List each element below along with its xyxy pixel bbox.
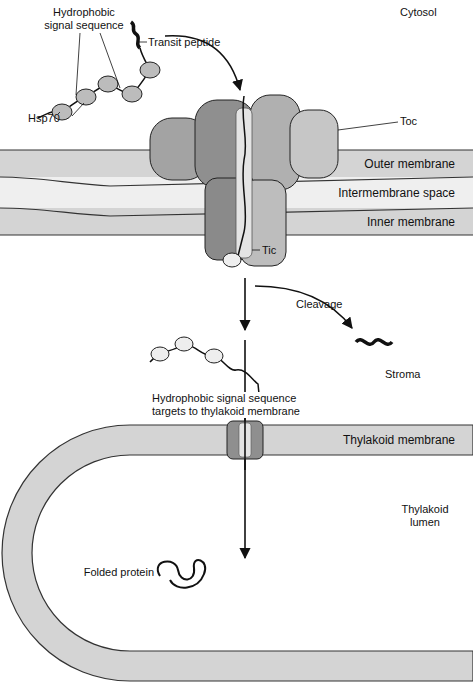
polypeptide [238, 96, 246, 256]
hsp70-bead [151, 347, 169, 361]
targeting-arrow [244, 415, 246, 470]
part-label: Tic [262, 244, 292, 257]
leader-line [76, 33, 80, 95]
hsp70-bead [140, 62, 160, 78]
part-label: Transit peptide [148, 36, 248, 49]
hsp70-bead [223, 253, 241, 267]
hsp70-bead [175, 337, 193, 351]
hsp70-bead [76, 89, 96, 105]
part-label: Hydrophobic signal sequence [38, 6, 130, 32]
folded-protein [158, 560, 206, 588]
band-label: Thylakoid membrane [343, 433, 455, 447]
note-label: Hydrophobic signal sequence targets to t… [152, 392, 317, 418]
part-label: Toc [400, 115, 440, 128]
part-label: Hsp70 [28, 112, 68, 125]
hsp70-bead [98, 76, 118, 92]
membrane-band: Thylakoid membrane [130, 425, 473, 455]
transit-peptide [356, 340, 392, 345]
targeting-arrow [244, 340, 246, 558]
import-arrow [244, 278, 246, 330]
band-label: Outer membrane [364, 157, 455, 171]
toc-subunit [290, 110, 338, 178]
leader-line [100, 33, 120, 88]
region-label: Thylakoid lumen [390, 503, 460, 529]
membrane-band: Outer membrane [0, 150, 473, 177]
band-label: Intermembrane space [338, 186, 455, 200]
membrane-band: Inner membrane [0, 208, 473, 235]
band-label: Inner membrane [367, 215, 455, 229]
leader-line [139, 42, 147, 43]
thylakoid-membrane [2, 425, 473, 681]
hsp70-bead [122, 86, 142, 102]
process-label: Cleavage [296, 298, 366, 311]
leader-line [252, 250, 260, 251]
leader-line [338, 122, 398, 130]
membrane-band: Intermembrane space [0, 177, 473, 208]
leader-line [72, 103, 84, 116]
hsp70-bead [205, 349, 223, 363]
part-label: Folded protein [72, 566, 154, 579]
transit-peptide [131, 22, 140, 48]
region-label: Stroma [385, 368, 455, 381]
region-label: Cytosol [400, 6, 470, 19]
